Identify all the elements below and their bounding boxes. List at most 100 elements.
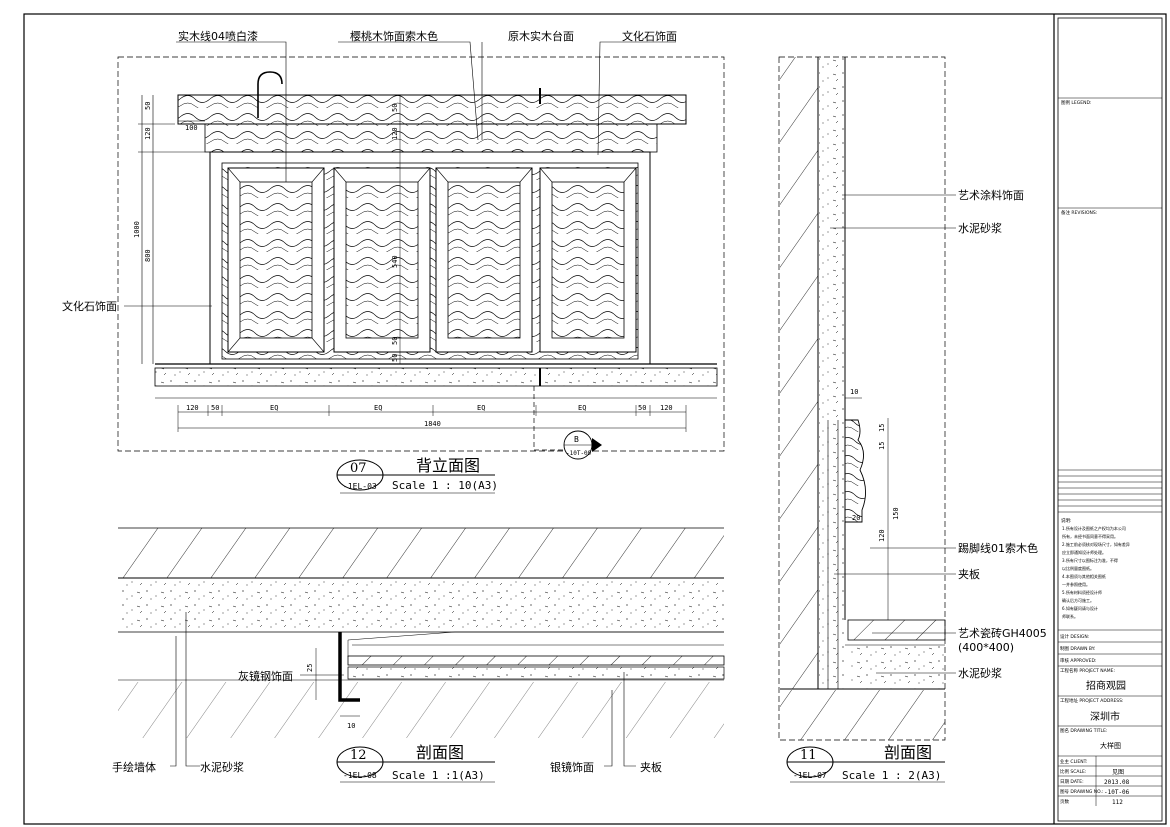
svg-text:50: 50: [391, 354, 399, 362]
label-solid-wood-line: 实木线04喷白漆: [178, 29, 258, 43]
svg-text:10: 10: [347, 722, 355, 730]
svg-text:见图: 见图: [1112, 769, 1124, 776]
svg-text:5.所有材料须经设计师: 5.所有材料须经设计师: [1062, 589, 1102, 595]
svg-text:50: 50: [211, 404, 219, 412]
label-culture-stone: 文化石饰面: [622, 29, 677, 43]
svg-text:图号 DRAWING NO.:: 图号 DRAWING NO.:: [1060, 789, 1103, 795]
svg-text:2013.08: 2013.08: [1104, 779, 1130, 786]
faucet-icon: [257, 71, 283, 118]
label-wood-top: 原木实木台面: [508, 29, 574, 43]
svg-text:-10T-06: -10T-06: [1104, 789, 1130, 796]
svg-text:07: 07: [350, 461, 367, 476]
dim-total: 1840: [424, 420, 441, 428]
svg-text:10: 10: [850, 388, 858, 396]
svg-text:120: 120: [391, 127, 399, 140]
svg-text:所有，未经书面同意不得采用。: 所有，未经书面同意不得采用。: [1062, 533, 1118, 539]
steel-angle: [338, 632, 360, 702]
svg-text:112: 112: [1112, 799, 1123, 806]
label-silver-mirror: 银镜饰面: [550, 760, 594, 774]
section-11: 10 15 15 150 120 20 艺术涂料饰面 水泥砂浆 踢脚线01索木色…: [778, 56, 1047, 783]
sheet-border: [23, 13, 1167, 825]
svg-text:-1EL-07: -1EL-07: [793, 771, 827, 780]
svg-text:11: 11: [800, 748, 817, 763]
dim-1000: 1000: [133, 221, 141, 238]
svg-text:工程地址 PROJECT ADDRESS:: 工程地址 PROJECT ADDRESS:: [1060, 697, 1124, 704]
label-cement-top: 水泥砂浆: [958, 221, 1002, 235]
svg-text:1.所有设计及图纸之产权均为本公司: 1.所有设计及图纸之产权均为本公司: [1062, 525, 1126, 531]
svg-text:120: 120: [660, 404, 673, 412]
svg-text:50: 50: [391, 337, 399, 345]
svg-text:25: 25: [306, 664, 314, 672]
label-grey-mirror: 灰镜钢饰面: [238, 669, 293, 683]
svg-text:-1EL-08: -1EL-08: [343, 771, 377, 780]
svg-text:B: B: [574, 435, 579, 444]
label-plywood-11: 夹板: [958, 567, 980, 581]
svg-text:2.施工前必须核对现场尺寸，如有差异: 2.施工前必须核对现场尺寸，如有差异: [1062, 541, 1130, 547]
svg-text:说明:: 说明:: [1061, 517, 1072, 524]
svg-text:图名 DRAWING TITLE:: 图名 DRAWING TITLE:: [1060, 727, 1107, 734]
title-12: 12 -1EL-08 剖面图 Scale 1 :1(A3): [336, 743, 495, 783]
svg-text:页数: 页数: [1060, 798, 1069, 805]
svg-text:比例 SCALE:: 比例 SCALE:: [1060, 768, 1086, 775]
svg-text:540: 540: [391, 255, 399, 268]
title-07: 07 -1EL-03 背立面图 Scale 1 : 10(A3): [336, 456, 498, 494]
svg-text:Scale 1 : 10(A3): Scale 1 : 10(A3): [392, 479, 498, 492]
svg-text:备注 REVISIONS:: 备注 REVISIONS:: [1061, 209, 1097, 216]
svg-text:120: 120: [878, 529, 886, 542]
svg-text:3.所有尺寸以图标注为准，不得: 3.所有尺寸以图标注为准，不得: [1062, 557, 1118, 563]
svg-text:-10T-09: -10T-09: [566, 450, 592, 457]
svg-text:设计 DESIGN:: 设计 DESIGN:: [1060, 633, 1089, 640]
svg-text:EQ: EQ: [270, 404, 278, 412]
label-hand-wall: 手绘墙体: [112, 760, 156, 774]
svg-text:12: 12: [350, 748, 367, 763]
project-address: 深圳市: [1090, 710, 1120, 723]
dim-100: 100: [185, 124, 198, 132]
svg-text:图例 LEGEND:: 图例 LEGEND:: [1061, 99, 1091, 106]
title-11: 11 -1EL-07 剖面图 Scale 1 : 2(A3): [786, 743, 945, 783]
elevation-07: 50 120 1000 800 100 50 120 540 50 50 120…: [62, 29, 725, 494]
svg-text:工程名称 PROJECT NAME:: 工程名称 PROJECT NAME:: [1060, 667, 1115, 674]
svg-text:6.如有疑问请与设计: 6.如有疑问请与设计: [1062, 605, 1098, 611]
svg-text:-1EL-03: -1EL-03: [343, 482, 377, 491]
svg-text:制图 DRAWN BY:: 制图 DRAWN BY:: [1060, 645, 1095, 652]
svg-text:剖面图: 剖面图: [884, 743, 932, 762]
svg-text:剖面图: 剖面图: [416, 743, 464, 762]
label-cement-bottom: 水泥砂浆: [958, 666, 1002, 680]
label-cherry-veneer: 樱桃木饰面索木色: [350, 29, 438, 43]
label-art-paint: 艺术涂料饰面: [958, 188, 1024, 202]
svg-text:日期 DATE:: 日期 DATE:: [1060, 779, 1084, 785]
svg-text:120: 120: [186, 404, 199, 412]
svg-text:15: 15: [878, 424, 886, 432]
dim-120: 120: [144, 127, 152, 140]
dim-50: 50: [144, 102, 152, 110]
svg-text:师联系。: 师联系。: [1062, 613, 1078, 619]
svg-text:Scale 1 : 2(A3): Scale 1 : 2(A3): [842, 769, 941, 782]
label-plywood: 夹板: [640, 760, 662, 774]
svg-text:以比例量度图纸。: 以比例量度图纸。: [1062, 565, 1094, 571]
title-block: 图例 LEGEND: 备注 REVISIONS: 说明: 1.所有设计及图纸之产…: [1053, 14, 1163, 824]
drawing-title: 大样图: [1100, 741, 1121, 750]
svg-text:EQ: EQ: [374, 404, 382, 412]
svg-text:一并参照使用。: 一并参照使用。: [1062, 581, 1090, 587]
section-marker-b: B -10T-09: [563, 430, 602, 460]
svg-text:确认后方可施工。: 确认后方可施工。: [1062, 597, 1094, 603]
svg-text:EQ: EQ: [578, 404, 586, 412]
label-art-tile: 艺术瓷砖GH4005: [958, 626, 1047, 640]
section-12: 25 10 灰镜钢饰面 手绘墙体 水泥砂浆 银镜饰面 夹板 12 -1EL-08…: [112, 527, 725, 783]
svg-text:4.本图须与其他相关图纸: 4.本图须与其他相关图纸: [1062, 573, 1106, 579]
dim-800: 800: [144, 249, 152, 262]
cabinet-doors: [227, 167, 637, 353]
label-art-tile-size: (400*400): [958, 641, 1014, 654]
project-name: 招商观园: [1086, 679, 1126, 692]
svg-text:50: 50: [391, 104, 399, 112]
svg-text:业主 CLIENT:: 业主 CLIENT:: [1060, 758, 1087, 765]
svg-text:Scale 1 :1(A3): Scale 1 :1(A3): [392, 769, 485, 782]
svg-text:50: 50: [638, 404, 646, 412]
svg-text:应立即通知设计师处理。: 应立即通知设计师处理。: [1062, 549, 1106, 555]
svg-text:背立面图: 背立面图: [416, 456, 480, 475]
svg-text:EQ: EQ: [477, 404, 485, 412]
svg-text:20: 20: [852, 514, 860, 522]
svg-text:审核 APPROVED:: 审核 APPROVED:: [1060, 657, 1096, 664]
svg-text:150: 150: [892, 507, 900, 520]
